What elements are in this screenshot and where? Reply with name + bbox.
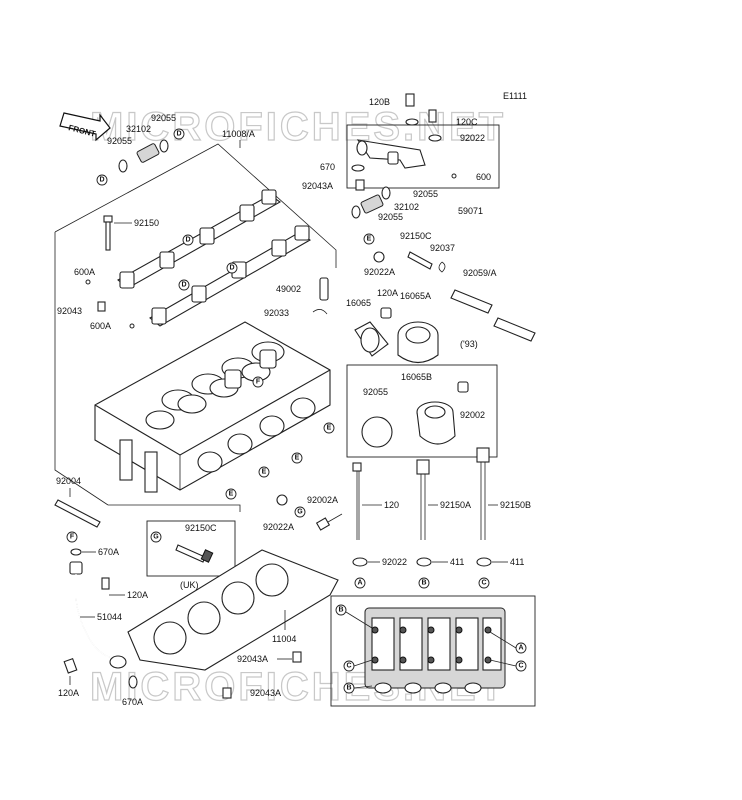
label-11004: 11004	[272, 634, 296, 644]
label-32102-right: 32102	[394, 202, 419, 212]
label-92002a: 92002A	[307, 495, 338, 505]
label-92055a: 92055	[363, 387, 388, 397]
label-92043a-2: 92043A	[250, 688, 281, 698]
ref-c-2: C	[346, 663, 351, 670]
label-670a-1: 670A	[98, 547, 119, 557]
ref-e-1: E	[327, 425, 332, 432]
ref-f-1: F	[256, 379, 261, 386]
label-411-2: 411	[510, 557, 524, 567]
label-11008a: 11008/A	[222, 129, 255, 139]
plug-seal-group	[118, 139, 169, 173]
diagram-code: E1111	[503, 91, 527, 101]
label-92150a: 92150A	[440, 500, 471, 510]
label-120c: 120C	[456, 117, 478, 127]
ref-g-1: G	[297, 509, 303, 516]
camshaft-cap-group	[117, 189, 311, 327]
label-51044: 51044	[97, 612, 122, 622]
ref-e-4: E	[229, 491, 234, 498]
label-92055-left: 92055	[107, 136, 132, 146]
bolt-92150c-uk	[175, 544, 214, 563]
bolt-pattern-box	[330, 595, 536, 707]
label-92037: 92037	[430, 243, 455, 253]
ref-d-5: D	[181, 282, 186, 289]
label-92043: 92043	[57, 306, 82, 316]
label-92022a-left: 92022A	[263, 522, 294, 532]
label-120a-2: 120A	[58, 688, 79, 698]
ref-b-1: B	[421, 580, 426, 587]
label-32102-left: 32102	[126, 124, 151, 134]
oil-pipe-51044	[69, 561, 127, 669]
year-label: ('93)	[460, 339, 478, 349]
label-600: 600	[476, 172, 491, 182]
uk-label: (UK)	[180, 580, 199, 590]
head-top-view	[364, 607, 506, 694]
label-92043a-top: 92043A	[302, 181, 333, 191]
ref-e-3: E	[262, 469, 267, 476]
watermark-top: MICROFICHES.NET	[90, 105, 506, 149]
label-600a-2: 600A	[90, 321, 111, 331]
label-92150: 92150	[134, 218, 159, 228]
ref-g-2: G	[153, 534, 159, 541]
label-16065: 16065	[346, 298, 371, 308]
ref-d-2: D	[99, 177, 104, 184]
oil-pipe-box	[346, 124, 500, 189]
bolt-92150b	[476, 447, 490, 540]
ref-c-3: C	[518, 663, 523, 670]
label-92059a: 92059/A	[463, 268, 497, 278]
ref-d-3: D	[185, 237, 190, 244]
label-92002: 92002	[460, 410, 485, 420]
label-59071: 59071	[458, 206, 483, 216]
label-92150c: 92150C	[400, 231, 432, 241]
label-92022: 92022	[460, 133, 485, 143]
label-16065b: 16065B	[401, 372, 432, 382]
label-92055-right: 92055	[413, 189, 438, 199]
ref-b-3: B	[346, 685, 351, 692]
label-92022-washer: 92022	[382, 557, 407, 567]
cylinder-head-body	[94, 321, 331, 493]
label-16065a: 16065A	[400, 291, 431, 301]
ref-f-2: F	[70, 534, 75, 541]
ref-e-2: E	[295, 455, 300, 462]
label-120a-1: 120A	[127, 590, 148, 600]
uk-variant-box	[146, 520, 236, 577]
head-gasket-11004	[127, 549, 339, 671]
holder-16065a	[397, 321, 439, 364]
label-120b: 120B	[369, 97, 390, 107]
bolt-92002a	[315, 513, 343, 531]
oil-pipe-59071	[356, 139, 426, 169]
holder-16065b	[416, 401, 456, 445]
stud-92004	[54, 499, 101, 528]
label-670: 670	[320, 162, 335, 172]
hose-92059a	[450, 289, 536, 342]
ref-c-1: C	[481, 580, 486, 587]
label-120a-3: 120A	[377, 288, 398, 298]
label-92150c-uk: 92150C	[185, 523, 217, 533]
ref-a-1: A	[357, 580, 362, 587]
label-92055-right-2: 92055	[378, 212, 403, 222]
holder-16065	[354, 321, 389, 357]
bolt-120	[352, 462, 362, 540]
label-92004: 92004	[56, 476, 81, 486]
ref-e-5: E	[367, 236, 372, 243]
bolt-92150a	[416, 459, 430, 540]
bolt-92150	[103, 215, 113, 251]
label-92033: 92033	[264, 308, 289, 318]
label-600a-1: 600A	[74, 267, 95, 277]
label-670a-2: 670A	[122, 697, 143, 707]
label-411-1: 411	[450, 557, 464, 567]
label-92043a-1: 92043A	[237, 654, 268, 664]
ref-b-2: B	[338, 607, 343, 614]
label-120: 120	[384, 500, 399, 510]
ref-d-1: D	[176, 131, 181, 138]
ref-d-4: D	[229, 265, 234, 272]
label-92055-top: 92055	[151, 113, 176, 123]
label-49002: 49002	[276, 284, 301, 294]
label-92150b: 92150B	[500, 500, 531, 510]
year-93-box	[346, 364, 498, 458]
ref-a-2: A	[518, 645, 523, 652]
label-92022a-right: 92022A	[364, 267, 395, 277]
